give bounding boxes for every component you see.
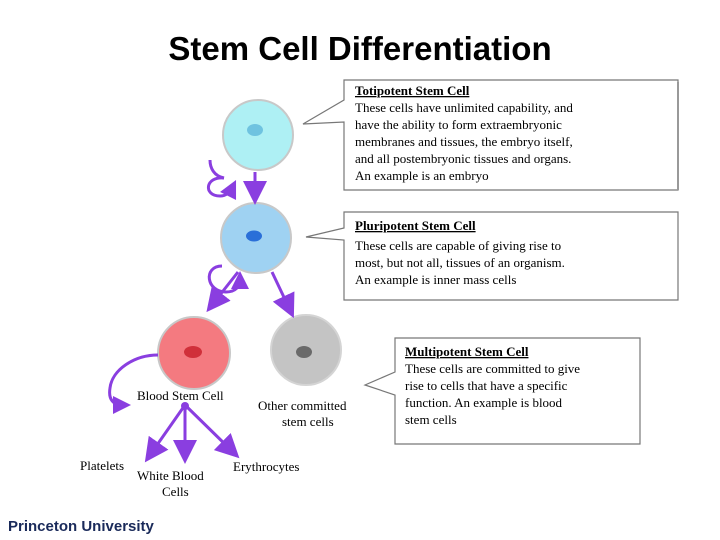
totipotent-line: and all postembryonic tissues and organs… (355, 151, 571, 166)
multipotent-callout (363, 337, 641, 445)
pluripotent-cell (220, 202, 292, 274)
pluripotent-callout (305, 211, 679, 301)
erythrocytes-label: Erythrocytes (233, 459, 300, 474)
multipotent-line: stem cells (405, 412, 457, 427)
pluripotent-line: An example is inner mass cells (355, 272, 516, 287)
blood-stem-cell-label: Blood Stem Cell (137, 388, 224, 403)
self-renewal-arrow-middle (207, 264, 249, 294)
multipotent-line: These cells are committed to give (405, 361, 580, 376)
totipotent-line: These cells have unlimited capability, a… (355, 100, 573, 115)
blood-stem-cell (157, 316, 231, 390)
branch-node (181, 402, 189, 410)
totipotent-heading: Totipotent Stem Cell (355, 83, 470, 98)
pluripotent-line: These cells are capable of giving rise t… (355, 238, 561, 253)
multipotent-line: function. An example is blood (405, 395, 563, 410)
pluripotent-heading: Pluripotent Stem Cell (355, 218, 476, 233)
multipotent-heading: Multipotent Stem Cell (405, 344, 529, 359)
totipotent-line: An example is an embryo (355, 168, 489, 183)
white-blood-cells-label: White Blood (137, 468, 204, 483)
totipotent-callout (302, 79, 679, 191)
other-committed-label: Other committed (258, 398, 347, 413)
totipotent-line: have the ability to form extraembryonic (355, 117, 562, 132)
platelets-label: Platelets (80, 458, 125, 473)
self-renewal-arrow-top (207, 176, 237, 201)
other-committed-cell (270, 314, 342, 386)
arrow-to-platelets (144, 404, 187, 463)
other-committed-label-2: stem cells (282, 414, 334, 429)
arrow-to-erythrocytes (183, 403, 240, 459)
institution-footer: Princeton University (8, 518, 154, 535)
totipotent-line: membranes and tissues, the embryo itself… (355, 134, 573, 149)
page-title: Stem Cell Differentiation (168, 30, 552, 67)
multipotent-line: rise to cells that have a specific (405, 378, 568, 393)
arrow-pluripotent-to-other (270, 271, 295, 319)
totipotent-cell (222, 99, 294, 171)
white-blood-cells-label-2: Cells (162, 484, 189, 499)
self-renewal-arrow-blood (108, 353, 159, 414)
pluripotent-line: most, but not all, tissues of an organis… (355, 255, 565, 270)
self-renewal-arrow-top-stub (208, 159, 225, 180)
